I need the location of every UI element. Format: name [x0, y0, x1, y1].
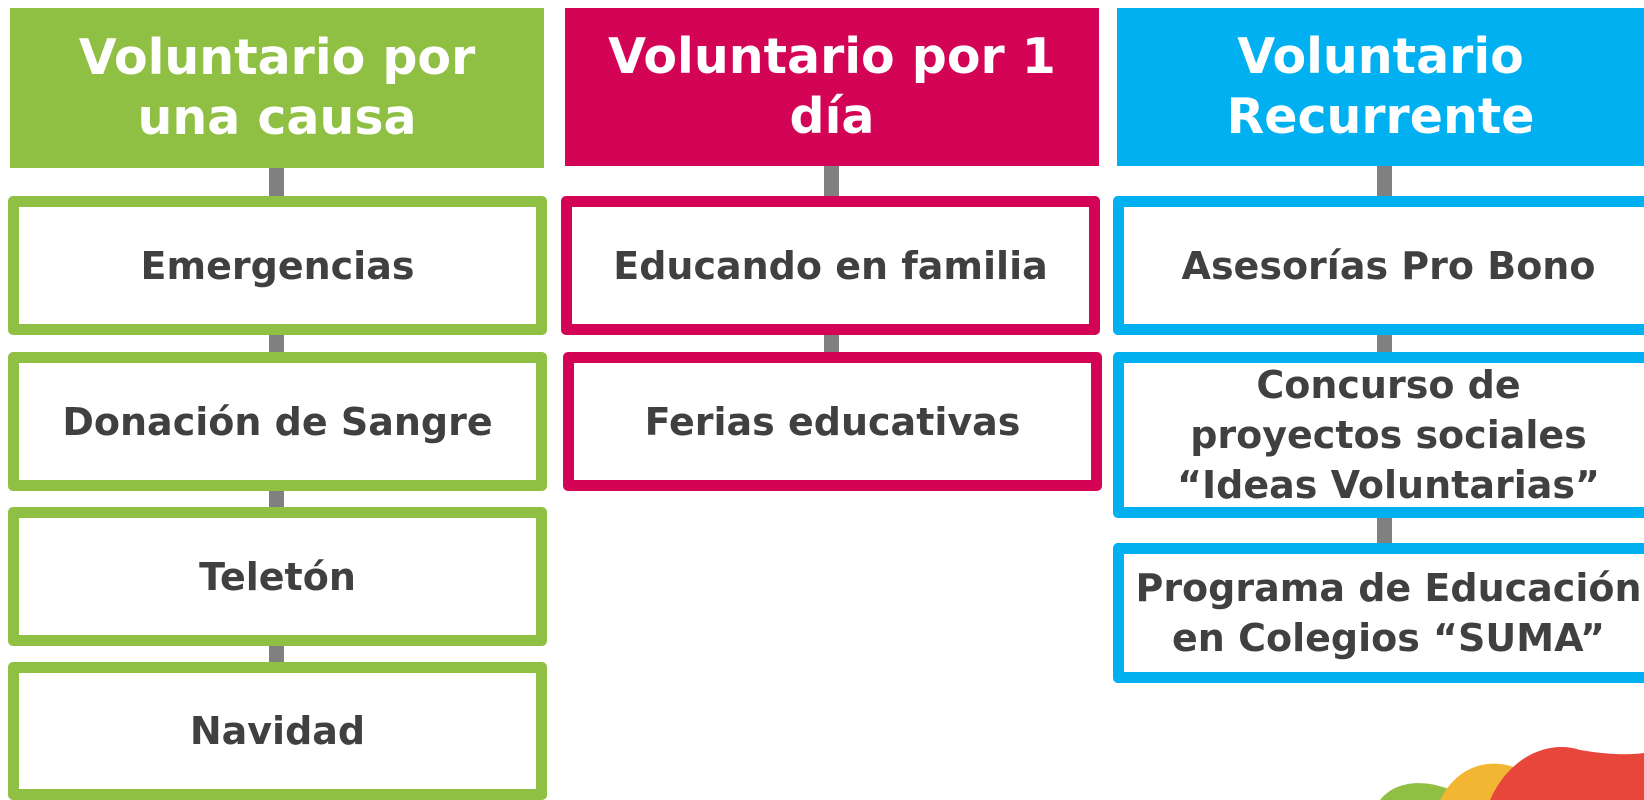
column-header-voluntario-por-1-dia: Voluntario por 1 día	[565, 8, 1099, 166]
connector	[269, 491, 284, 509]
connector	[269, 335, 284, 353]
item-programa-suma: Programa de Educación en Colegios “SUMA”	[1113, 543, 1644, 683]
column-header-voluntario-recurrente: Voluntario Recurrente	[1117, 8, 1644, 166]
item-teleton: Teletón	[8, 507, 547, 646]
logo-wave-red	[1490, 747, 1644, 800]
column-header-voluntario-por-una-causa: Voluntario por una causa	[10, 8, 544, 168]
connector	[1377, 335, 1392, 355]
connector	[269, 168, 284, 198]
item-educando-en-familia: Educando en familia	[561, 196, 1100, 335]
connector	[1377, 518, 1392, 545]
connector	[1377, 166, 1392, 198]
item-navidad: Navidad	[8, 662, 547, 800]
logo-waves-icon	[1380, 747, 1644, 800]
connector	[824, 335, 839, 355]
item-ferias-educativas: Ferias educativas	[563, 352, 1102, 491]
connector	[824, 166, 839, 198]
item-concurso-ideas-voluntarias: Concurso de proyectos sociales “Ideas Vo…	[1113, 352, 1644, 518]
item-donacion-de-sangre: Donación de Sangre	[8, 352, 547, 491]
connector	[269, 646, 284, 664]
item-emergencias: Emergencias	[8, 196, 547, 335]
item-asesorias-pro-bono: Asesorías Pro Bono	[1113, 196, 1644, 335]
